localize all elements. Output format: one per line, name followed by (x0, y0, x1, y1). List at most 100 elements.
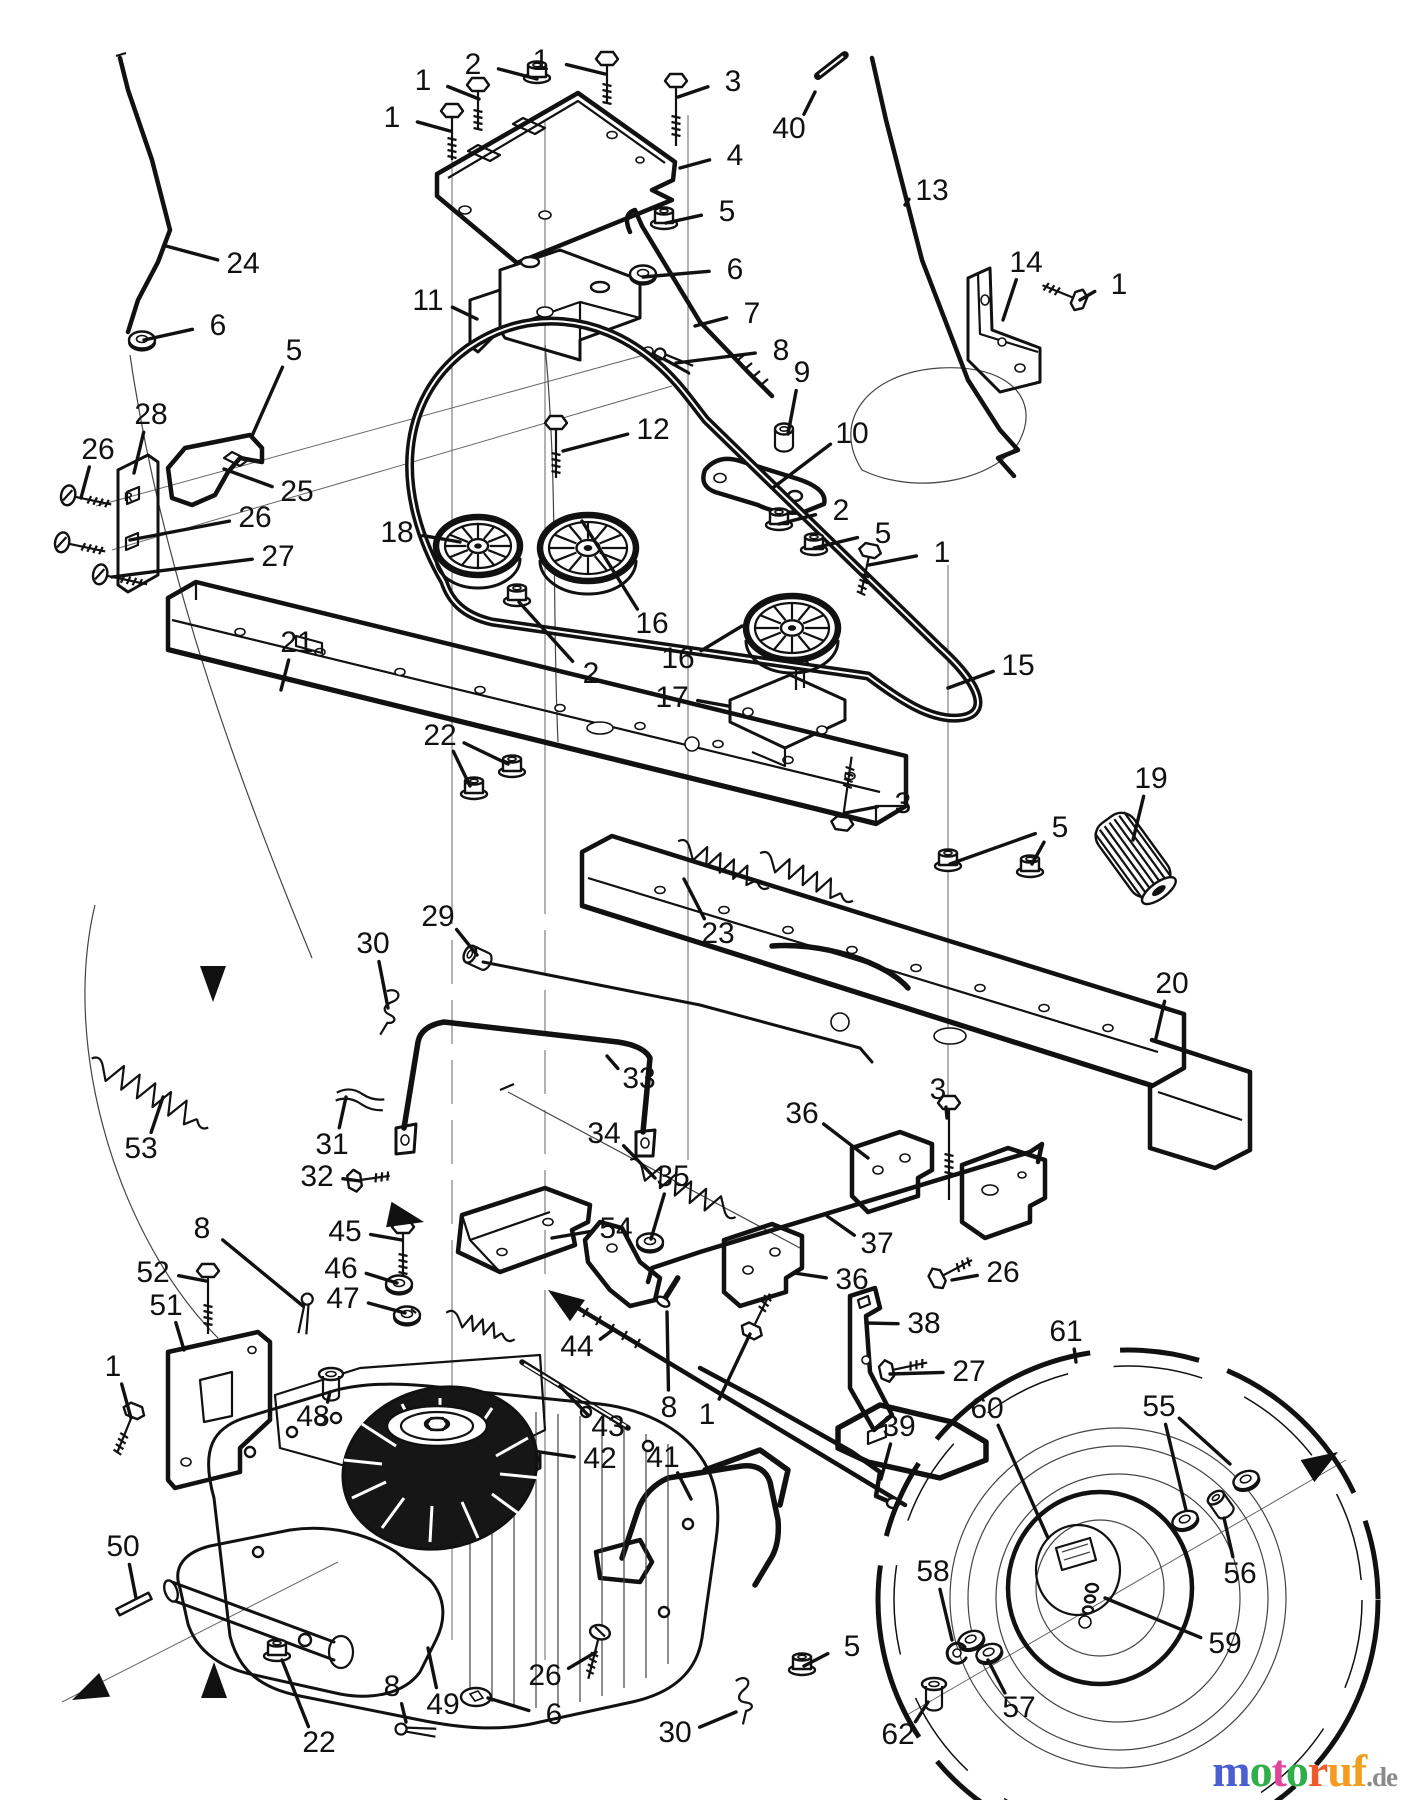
square-hole-washer-icon (459, 1686, 493, 1708)
part-number-label: 54 (599, 1212, 632, 1245)
part-number-label: 25 (280, 475, 313, 508)
flange-nut-icon (787, 1652, 817, 1677)
leader-line (986, 1658, 1007, 1695)
v-idler-pulley (742, 592, 842, 675)
part-number-label: 15 (1001, 649, 1034, 682)
shift-lever (582, 1219, 663, 1309)
leader-line (149, 1095, 165, 1135)
leader-line (825, 1214, 857, 1237)
part-number-label: 28 (134, 398, 167, 431)
leader-line (496, 67, 539, 81)
callout-1: 1 (533, 44, 607, 77)
callout-58: 58 (916, 1555, 954, 1642)
callout-51: 51 (149, 1289, 186, 1352)
leader-line (665, 1310, 671, 1392)
callout-5: 5 (812, 517, 891, 550)
flange-nut-icon (649, 206, 679, 231)
callout-12: 12 (561, 413, 670, 453)
leader-line (119, 1382, 133, 1420)
part-number-label: 55 (1142, 1390, 1175, 1423)
callout-27: 27 (110, 540, 295, 579)
leader-line (913, 1700, 930, 1724)
leader-line (538, 1450, 576, 1459)
callout-57: 57 (986, 1658, 1036, 1724)
hanger-bracket-51 (165, 1329, 273, 1491)
flange-nut-icon (459, 776, 489, 801)
leader-line (279, 658, 291, 692)
callout-60: 60 (970, 1392, 1050, 1540)
callout-6: 6 (641, 253, 743, 286)
leader-line (812, 535, 860, 550)
callout-3: 3 (930, 1073, 949, 1120)
callout-45: 45 (328, 1215, 404, 1248)
direction-arrows (72, 966, 1338, 1700)
part-number-label: 36 (835, 1263, 868, 1296)
callout-53: 53 (124, 1095, 165, 1165)
valve-stem-59 (1078, 1582, 1100, 1629)
cotter-pin-icon (297, 1292, 314, 1335)
hex-bolt-icon (740, 1293, 772, 1341)
bail-handle-33 (394, 1019, 657, 1158)
callout-31: 31 (315, 1095, 349, 1161)
callout-10: 10 (772, 417, 869, 489)
slot-screw-icon (59, 484, 112, 508)
part-number-label: 16 (635, 607, 668, 640)
part-number-label: 11 (412, 284, 443, 317)
leader-line (696, 698, 730, 708)
brake-pedal-41 (593, 1447, 791, 1588)
slot-screw-icon (53, 531, 106, 555)
callout-4: 4 (678, 139, 744, 172)
v-idler-pulley (536, 511, 640, 596)
part-number-label: 24 (226, 247, 259, 280)
direction-arrow-icon (72, 1673, 111, 1700)
hex-bolt-icon (390, 1218, 416, 1276)
part-number-label: 53 (124, 1132, 157, 1165)
callout-2: 2 (517, 600, 599, 690)
shoulder-bolt-icon (543, 414, 569, 478)
part-number-label: 37 (860, 1227, 893, 1260)
callout-3: 3 (843, 787, 911, 820)
part-number-label: 1 (699, 1398, 716, 1431)
leader-line (337, 1095, 348, 1130)
leader-line (566, 1650, 598, 1671)
callout-11: 11 (412, 284, 479, 321)
part-number-label: 52 (136, 1256, 169, 1289)
clevis-pin-icon (655, 1275, 681, 1308)
leader-line (369, 1232, 404, 1242)
part-number-label: 18 (380, 516, 413, 549)
callout-26: 26 (528, 1650, 598, 1692)
hex-bolt-icon (663, 72, 689, 146)
part-number-label: 33 (622, 1062, 655, 1095)
callout-24: 24 (164, 244, 260, 280)
leader-line (450, 305, 479, 321)
direction-arrow-icon (548, 1290, 585, 1322)
part-number-label: 8 (384, 1670, 401, 1703)
part-number-label: 7 (744, 297, 761, 330)
flange-nut-icon (262, 1638, 292, 1663)
callout-1: 1 (384, 101, 452, 134)
part-number-label: 35 (656, 1160, 689, 1193)
flange-locknut-icon (764, 507, 794, 532)
leader-line (79, 465, 92, 500)
callout-59: 59 (1103, 1596, 1242, 1660)
part-number-label: 4 (727, 139, 744, 172)
leader-line (128, 519, 232, 542)
retainer-clip-icon (735, 1677, 753, 1725)
leader-line (843, 805, 880, 815)
part-number-label: 50 (106, 1530, 139, 1563)
callout-44: 44 (560, 1327, 616, 1363)
part-number-label: 57 (1002, 1691, 1035, 1724)
ferrule-icon (462, 944, 493, 971)
leader-line (1103, 1596, 1203, 1640)
part-number-label: 20 (1155, 967, 1188, 1000)
leader-line (1078, 289, 1097, 302)
washer-icon (1171, 1509, 1200, 1533)
clutch-rod-7 (624, 207, 775, 399)
callout-1: 1 (105, 1350, 133, 1420)
callout-35: 35 (649, 1160, 690, 1241)
part-number-label: 2 (465, 48, 482, 81)
leader-line (1072, 1347, 1078, 1364)
rubber-bushing-icon (920, 1676, 948, 1712)
frame-rail-20 (579, 833, 1253, 1171)
